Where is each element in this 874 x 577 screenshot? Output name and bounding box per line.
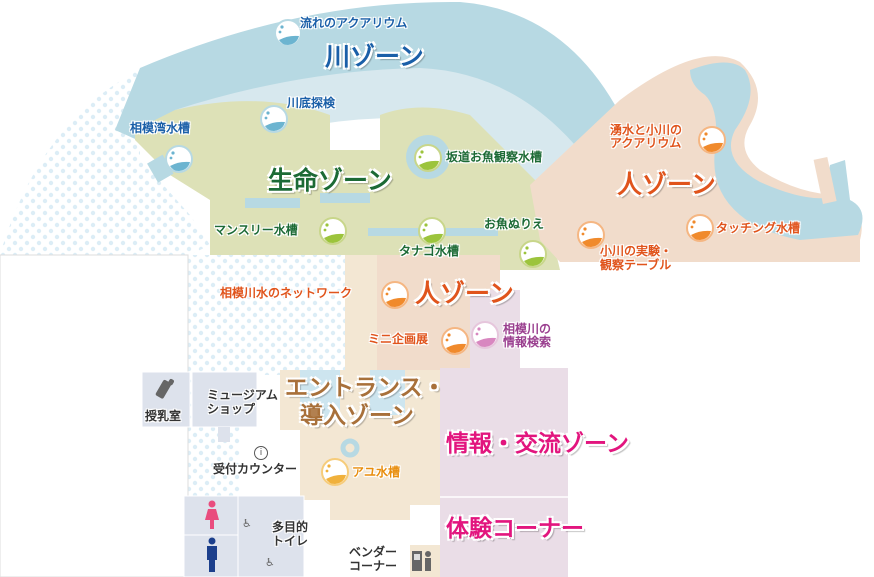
exhibit-sagami-bay[interactable]: 相模湾水槽 [130, 121, 191, 135]
exhibit-mini[interactable]: ミニ企画展 [368, 332, 429, 346]
info-zone-area [440, 368, 568, 577]
facility-toilet-line2[interactable]: トイレ [272, 534, 309, 548]
baby-bottle-icon [152, 376, 174, 402]
museum-shop-area [191, 371, 258, 428]
accessible-icon: ♿ [265, 556, 275, 569]
baby-chair-icon: ♿ [242, 517, 252, 530]
zone-label-entrance-line1: エントランス・ [285, 375, 446, 401]
exhibit-stream-exp-line2[interactable]: 観察テーブル [600, 258, 672, 272]
exhibit-monthly[interactable]: マンスリー水槽 [214, 223, 298, 237]
zone-label-river: 川ゾーン [325, 42, 424, 71]
facility-toilet-line1[interactable]: 多目的 [272, 520, 309, 534]
blue-bubble-icon [259, 104, 289, 134]
orange-bubble-icon [440, 326, 470, 356]
ayu-tank-ring [340, 438, 360, 458]
restroom-area [183, 495, 305, 577]
green-bubble-icon [413, 143, 443, 173]
exhibit-spring-line2[interactable]: アクアリウム [610, 136, 682, 150]
exhibit-flowing-aquarium[interactable]: 流れのアクアリウム [300, 16, 408, 30]
amber-bubble-icon [320, 457, 350, 487]
blue-bubble-icon [273, 18, 303, 48]
zone-label-human-upper: 人ゾーン [617, 170, 716, 199]
facility-shop-line2[interactable]: ショップ [207, 402, 256, 416]
pink-bubble-icon [470, 320, 500, 350]
zone-label-experience: 体験コーナー [446, 516, 584, 542]
exhibit-search-line2[interactable]: 情報検索 [503, 335, 552, 349]
green-bubble-icon [518, 239, 548, 269]
dotted-area-left [0, 70, 210, 255]
facility-nursing[interactable]: 授乳室 [145, 409, 182, 423]
orange-bubble-icon [697, 125, 727, 155]
green-bubble-icon [318, 216, 348, 246]
exhibit-spring-line1[interactable]: 湧水と小川の [610, 123, 683, 137]
facility-vendor-line2[interactable]: コーナー [349, 559, 398, 573]
zone-label-life: 生命ゾーン [268, 166, 392, 195]
orange-bubble-icon [380, 280, 410, 310]
exhibit-riverbed[interactable]: 川底探検 [287, 96, 336, 110]
exhibit-stream-exp-line1[interactable]: 小川の実験・ [600, 244, 673, 258]
exhibit-search-line1[interactable]: 相模川の [503, 322, 552, 336]
orange-bubble-icon [685, 213, 715, 243]
info-icon: i [254, 446, 268, 460]
exhibit-network[interactable]: 相模川水のネットワーク [220, 286, 353, 300]
zone-label-info: 情報・交流ゾーン [446, 431, 629, 457]
male-restroom-icon [204, 537, 220, 573]
riverbed-band [175, 68, 575, 185]
zone-label-human-lower: 人ゾーン [415, 279, 514, 308]
exhibit-touching[interactable]: タッチング水槽 [716, 221, 801, 235]
exhibit-ayu[interactable]: アユ水槽 [352, 465, 401, 479]
vending-machine-icon [412, 549, 434, 573]
green-bubble-icon [417, 216, 447, 246]
dotted-area-corridor [188, 255, 348, 375]
facility-shop-line1[interactable]: ミュージアム [207, 388, 278, 402]
orange-bubble-icon [576, 220, 606, 250]
zone-label-entrance-line2: 導入ゾーン [300, 403, 414, 429]
entrance-strip [345, 255, 377, 370]
stream-water [690, 62, 863, 240]
exhibit-slope-fish[interactable]: 坂道お魚観察水槽 [446, 150, 543, 164]
blue-bubble-icon [164, 144, 194, 174]
facility-reception[interactable]: 受付カウンター [213, 462, 298, 476]
facility-vendor-line1[interactable]: ベンダー [349, 545, 398, 559]
life-zone-area [135, 101, 560, 270]
female-restroom-icon [204, 500, 220, 530]
exhibit-fish-coloring[interactable]: お魚ぬりえ [484, 217, 545, 231]
exhibit-tanago[interactable]: タナゴ水槽 [399, 244, 460, 258]
